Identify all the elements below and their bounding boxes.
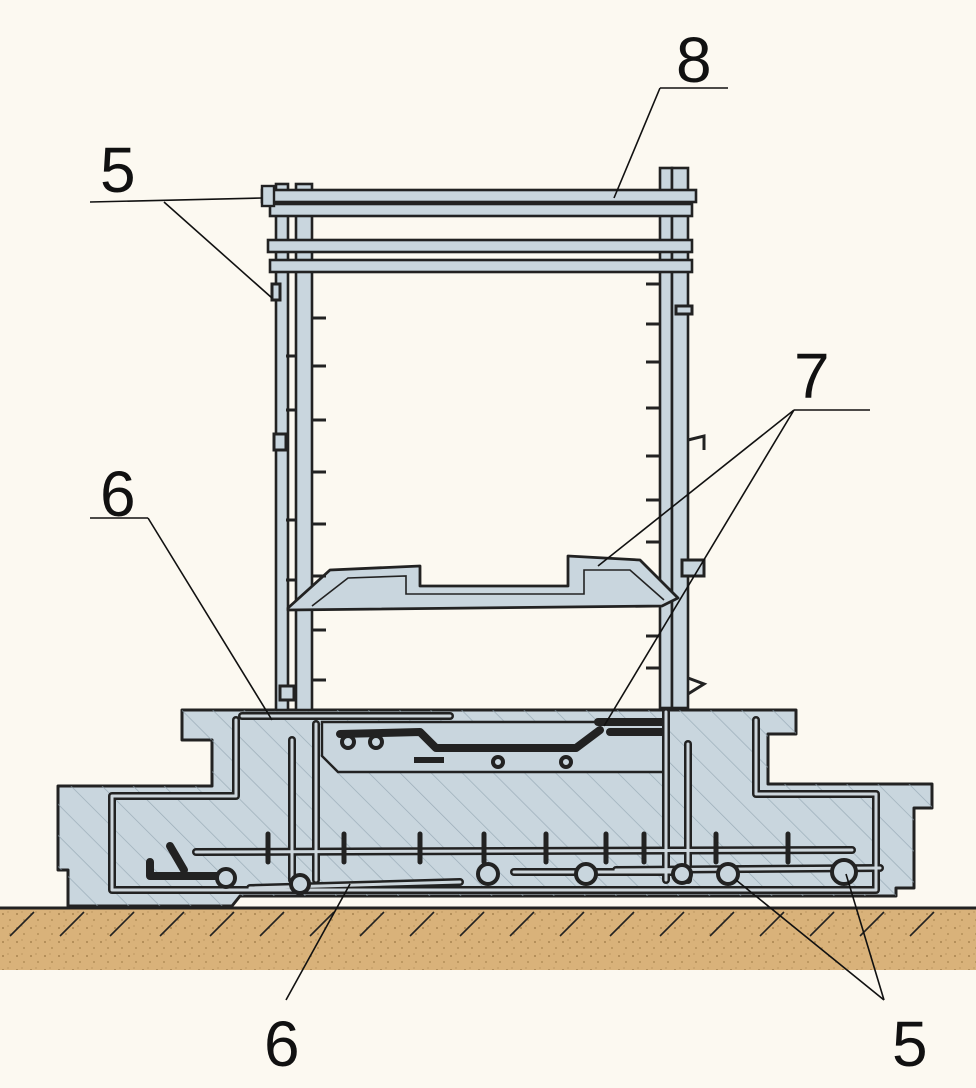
ground (0, 906, 976, 970)
callout-7-right: 7 (794, 340, 830, 412)
cross-member (286, 554, 680, 612)
left-column-inner (294, 182, 314, 712)
top-beam-4 (268, 258, 694, 274)
callout-6-left: 6 (100, 458, 136, 530)
callout-8-top: 8 (676, 24, 712, 96)
rebar-hooks (215, 734, 858, 895)
leader-lines (89, 87, 885, 1001)
callout-6-bottom: 6 (264, 1008, 300, 1080)
top-beam-1 (260, 188, 698, 204)
bottom-studs (265, 831, 791, 865)
callout-5-top-left: 5 (100, 134, 136, 206)
steel-frame (260, 166, 698, 712)
top-beam-2 (268, 202, 694, 218)
callout-5-bottom-right: 5 (892, 1008, 928, 1080)
top-beam-3 (266, 238, 694, 254)
rebar-cage-highlight (110, 710, 882, 892)
column-clips (270, 282, 708, 702)
